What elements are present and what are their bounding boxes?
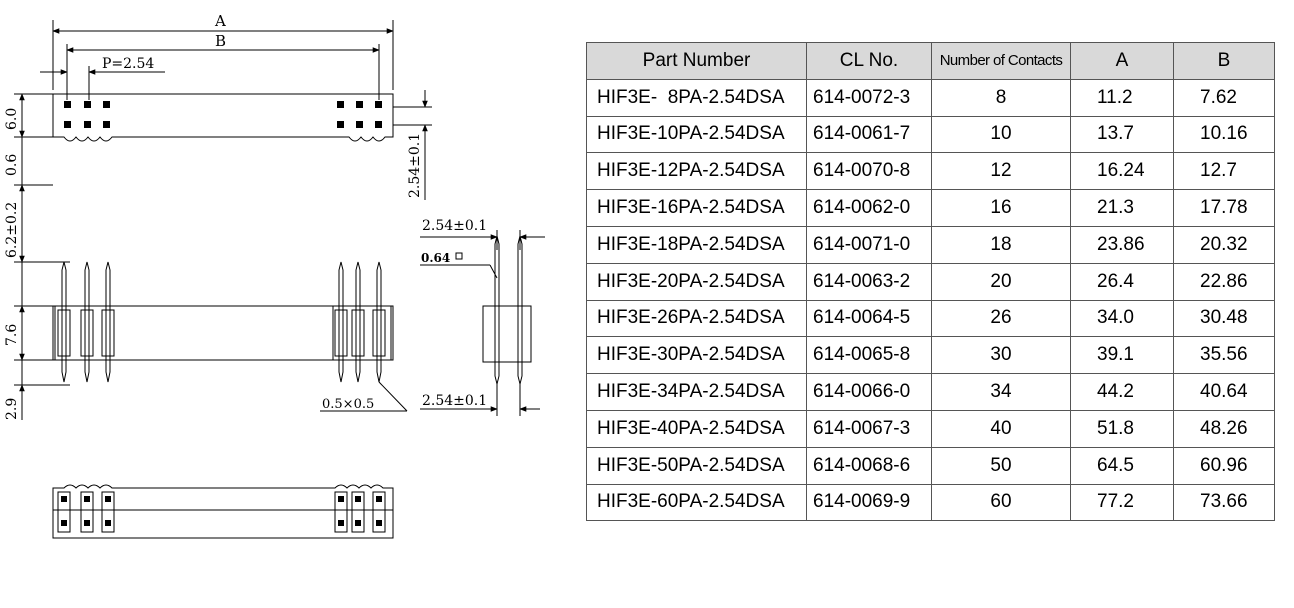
cell-contacts: 50 bbox=[931, 446, 1071, 485]
cell-contacts: 8 bbox=[931, 78, 1071, 117]
cell-cl-no: 614-0063-2 bbox=[806, 262, 932, 301]
height-0-6-label: 0.6 bbox=[4, 154, 20, 176]
cell-cl-no: 614-0067-3 bbox=[806, 409, 932, 448]
cell-cl-no: 614-0062-0 bbox=[806, 189, 932, 227]
cell-contacts: 18 bbox=[931, 225, 1071, 264]
chamfer-label: 0.5×0.5 bbox=[322, 397, 374, 412]
cell-b: 35.56 bbox=[1173, 336, 1275, 375]
cell-part-number: HIF3E-34PA-2.54DSA bbox=[586, 373, 807, 411]
cell-cl-no: 614-0065-8 bbox=[806, 336, 932, 375]
cell-a: 77.2 bbox=[1070, 483, 1174, 522]
cell-part-number: HIF3E-30PA-2.54DSA bbox=[586, 336, 807, 375]
cell-b: 7.62 bbox=[1173, 78, 1275, 117]
cell-cl-no: 614-0071-0 bbox=[806, 225, 932, 264]
right-pitch-label: 2.54±0.1 bbox=[407, 133, 423, 198]
cell-b: 17.78 bbox=[1173, 189, 1275, 227]
cell-part-number: HIF3E-16PA-2.54DSA bbox=[586, 189, 807, 227]
dim-a-label: A bbox=[214, 12, 226, 30]
cell-b: 48.26 bbox=[1173, 409, 1275, 448]
cell-cl-no: 614-0064-5 bbox=[806, 299, 932, 338]
cell-a: 51.8 bbox=[1070, 409, 1174, 448]
cell-b: 10.16 bbox=[1173, 115, 1275, 154]
cell-b: 12.7 bbox=[1173, 152, 1275, 191]
cell-a: 44.2 bbox=[1070, 373, 1174, 411]
cell-cl-no: 614-0072-3 bbox=[806, 78, 932, 117]
cell-a: 26.4 bbox=[1070, 262, 1174, 301]
cell-cl-no: 614-0068-6 bbox=[806, 446, 932, 485]
cell-b: 22.86 bbox=[1173, 262, 1275, 301]
header-part-number: Part Number bbox=[586, 42, 807, 80]
cell-contacts: 60 bbox=[931, 483, 1071, 522]
cell-contacts: 34 bbox=[931, 373, 1071, 411]
square-pin-icon bbox=[455, 252, 463, 260]
header-cl-no: CL No. bbox=[806, 42, 932, 80]
cell-a: 34.0 bbox=[1070, 299, 1174, 338]
cell-b: 60.96 bbox=[1173, 446, 1275, 485]
cell-part-number: HIF3E-12PA-2.54DSA bbox=[586, 152, 807, 191]
cell-part-number: HIF3E-20PA-2.54DSA bbox=[586, 262, 807, 301]
cell-b: 40.64 bbox=[1173, 373, 1275, 411]
height-6-2-label: 6.2±0.2 bbox=[4, 202, 20, 258]
cell-cl-no: 614-0066-0 bbox=[806, 373, 932, 411]
cell-part-number: HIF3E-26PA-2.54DSA bbox=[586, 299, 807, 338]
cell-contacts: 20 bbox=[931, 262, 1071, 301]
cell-a: 23.86 bbox=[1070, 225, 1174, 264]
cell-b: 30.48 bbox=[1173, 299, 1275, 338]
cell-contacts: 40 bbox=[931, 409, 1071, 448]
cell-cl-no: 614-0061-7 bbox=[806, 115, 932, 154]
cell-part-number: HIF3E-60PA-2.54DSA bbox=[586, 483, 807, 522]
cell-cl-no: 614-0070-8 bbox=[806, 152, 932, 191]
pitch-label: P=2.54 bbox=[102, 56, 154, 72]
header-contacts: Number of Contacts bbox=[931, 42, 1071, 80]
cell-part-number: HIF3E-18PA-2.54DSA bbox=[586, 225, 807, 264]
cell-contacts: 16 bbox=[931, 189, 1071, 227]
cell-a: 16.24 bbox=[1070, 152, 1174, 191]
side-pitch-top-label: 2.54±0.1 bbox=[422, 218, 487, 234]
height-7-6-label: 7.6 bbox=[4, 324, 20, 346]
cell-cl-no: 614-0069-9 bbox=[806, 483, 932, 522]
cell-part-number: HIF3E-50PA-2.54DSA bbox=[586, 446, 807, 485]
cell-a: 11.2 bbox=[1070, 78, 1174, 117]
cell-contacts: 10 bbox=[931, 115, 1071, 154]
cell-b: 73.66 bbox=[1173, 483, 1275, 522]
cell-contacts: 12 bbox=[931, 152, 1071, 191]
cell-contacts: 26 bbox=[931, 299, 1071, 338]
cell-a: 64.5 bbox=[1070, 446, 1174, 485]
table-header-row: Part Number CL No. Number of Contacts A … bbox=[586, 42, 1275, 80]
side-pitch-bottom-label: 2.54±0.1 bbox=[422, 393, 487, 409]
cell-part-number: HIF3E-40PA-2.54DSA bbox=[586, 409, 807, 448]
dim-b-label: B bbox=[215, 32, 226, 50]
cell-a: 21.3 bbox=[1070, 189, 1174, 227]
cell-part-number: HIF3E- 8PA-2.54DSA bbox=[586, 78, 807, 117]
header-a: A bbox=[1070, 42, 1174, 80]
cell-contacts: 30 bbox=[931, 336, 1071, 375]
height-2-9-label: 2.9 bbox=[4, 398, 20, 420]
height-6-0-label: 6.0 bbox=[4, 108, 20, 130]
header-b: B bbox=[1173, 42, 1275, 80]
spec-table: Part Number CL No. Number of Contacts A … bbox=[586, 42, 1275, 522]
connector-drawing: A B P=2.54 6.0 0.6 6.2±0.2 7.6 2.9 2.54±… bbox=[4, 12, 545, 539]
pin-size-label: 0.64 bbox=[421, 251, 450, 265]
cell-part-number: HIF3E-10PA-2.54DSA bbox=[586, 115, 807, 154]
cell-a: 13.7 bbox=[1070, 115, 1174, 154]
cell-a: 39.1 bbox=[1070, 336, 1174, 375]
cell-b: 20.32 bbox=[1173, 225, 1275, 264]
